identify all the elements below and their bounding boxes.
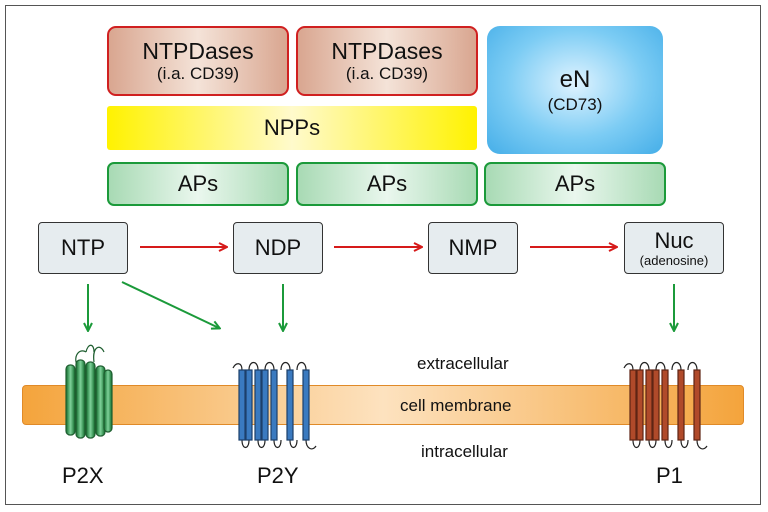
en-sublabel: (CD73) bbox=[547, 95, 603, 114]
nuc-node: Nuc (adenosine) bbox=[624, 222, 724, 274]
aps-box-2: APs bbox=[296, 162, 478, 206]
ndp-node: NDP bbox=[233, 222, 323, 274]
ntpdases-box-2: NTPDases (i.a. CD39) bbox=[296, 26, 478, 96]
npps-box: NPPs bbox=[107, 106, 477, 150]
ntpdases-sublabel: (i.a. CD39) bbox=[156, 64, 240, 83]
intracellular-label: intracellular bbox=[421, 442, 508, 461]
aps-box-1: APs bbox=[107, 162, 289, 206]
ntpdases-sublabel: (i.a. CD39) bbox=[345, 64, 429, 83]
ntpdases-label: NTPDases bbox=[331, 38, 443, 64]
aps-box-3: APs bbox=[484, 162, 666, 206]
cell-membrane-band bbox=[22, 385, 744, 425]
en-label: eN bbox=[559, 66, 591, 93]
nmp-node: NMP bbox=[428, 222, 518, 274]
ntpdases-box-1: NTPDases (i.a. CD39) bbox=[107, 26, 289, 96]
nuc-label: Nuc bbox=[654, 227, 694, 253]
cell-membrane-label: cell membrane bbox=[400, 396, 512, 415]
p1-label: P1 bbox=[656, 463, 683, 488]
extracellular-label: extracellular bbox=[417, 354, 509, 373]
nuc-sublabel: (adenosine) bbox=[639, 252, 709, 268]
ntp-node: NTP bbox=[38, 222, 128, 274]
p2y-label: P2Y bbox=[257, 463, 299, 488]
ntpdases-label: NTPDases bbox=[142, 38, 254, 64]
p2x-label: P2X bbox=[62, 463, 104, 488]
en-box: eN (CD73) bbox=[487, 26, 663, 154]
